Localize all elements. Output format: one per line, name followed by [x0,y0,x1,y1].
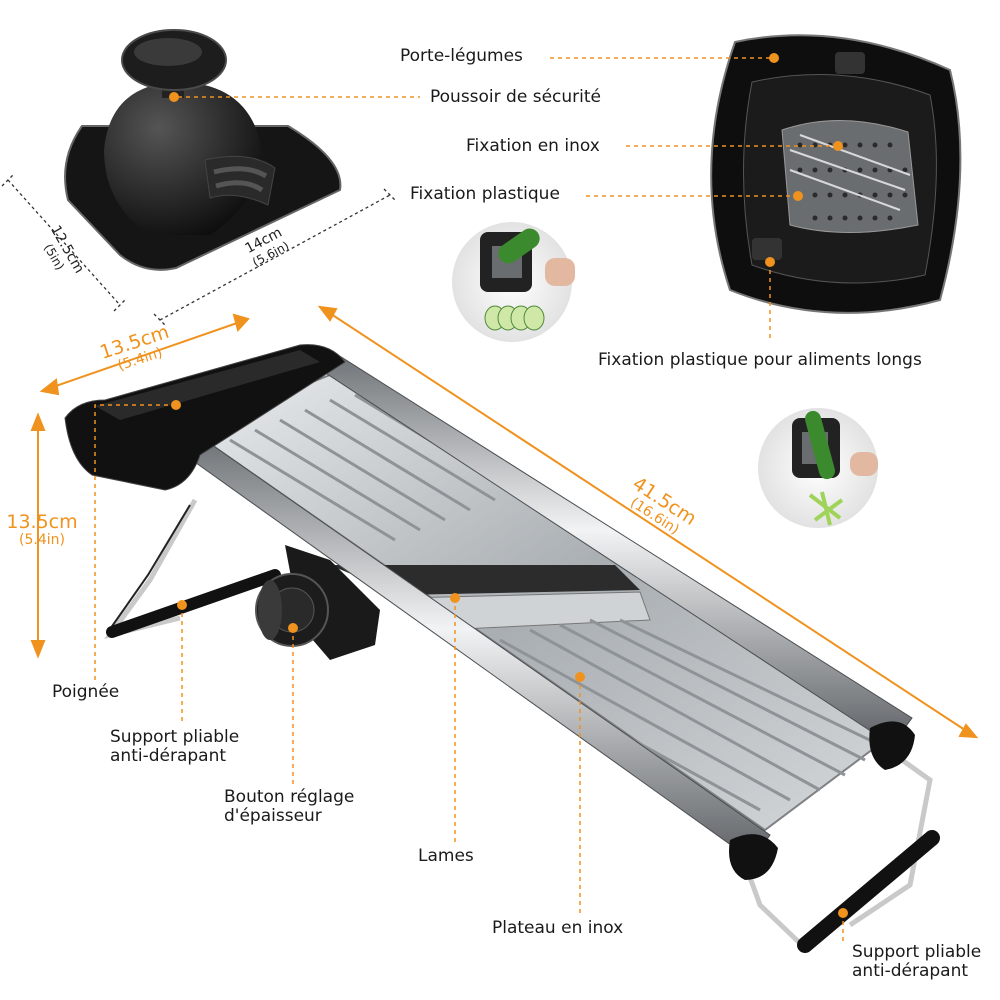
label-bouton-line2: d'épaisseur [224,806,322,826]
label-support2-line1: Support pliable [852,942,982,962]
label-fixation-inox: Fixation en inox [466,136,600,156]
food-holder-image [710,34,962,314]
safety-guard-image [64,29,342,271]
label-bouton-reglage: Bouton réglage d'épaisseur [224,788,354,826]
label-bouton-line1: Bouton réglage [224,787,355,807]
dimension-arrows [30,305,979,739]
label-plateau: Plateau en inox [492,918,624,938]
usage-inset-1 [452,222,575,342]
dim-height: 13.5cm (5.4in) [6,511,78,548]
label-porte-legumes: Porte-légumes [400,46,523,66]
guard-dimension-lines [1,173,397,327]
label-support-pliable: Support pliable anti-dérapant [110,728,239,766]
label-support-line2: anti-dérapant [110,746,227,766]
label-support-pliable-2: Support pliable anti-dérapant [852,943,981,981]
label-support-line1: Support pliable [110,727,240,747]
label-poussoir: Poussoir de sécurité [430,87,601,107]
label-poignee: Poignée [52,682,120,702]
label-lames: Lames [418,846,474,866]
usage-inset-2 [758,408,878,528]
label-fixation-plastique: Fixation plastique [410,184,560,204]
mandoline-image [64,344,940,953]
callout-lines [94,57,844,945]
callout-dots [169,53,848,918]
label-fixation-longs: Fixation plastique pour aliments longs [598,350,922,370]
label-support2-line2: anti-dérapant [852,961,969,981]
